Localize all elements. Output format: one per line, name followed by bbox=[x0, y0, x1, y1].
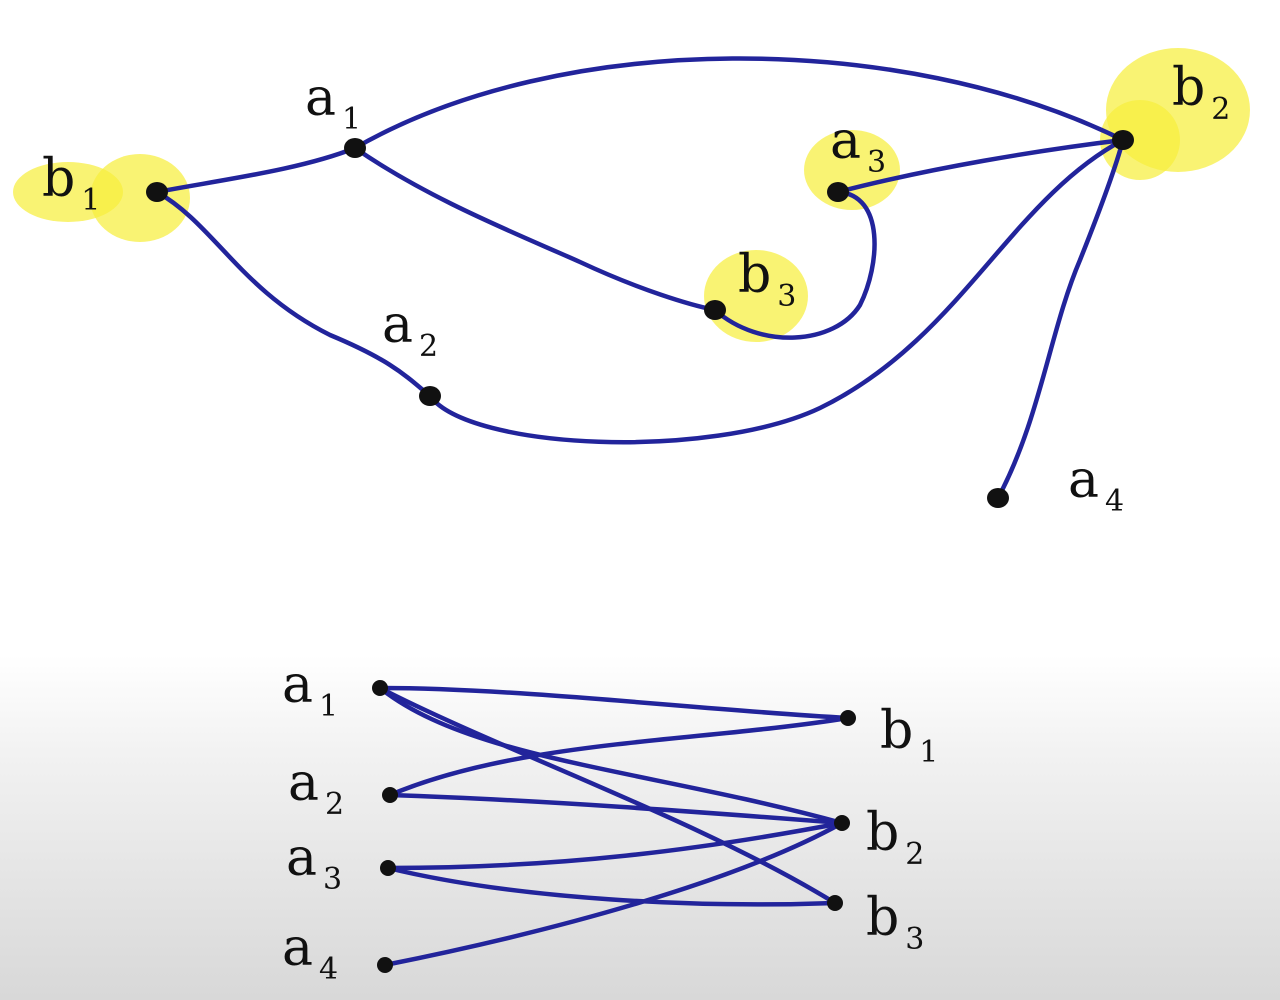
bipartite-edge-a1-b3 bbox=[377, 685, 838, 906]
vertex-layer bbox=[146, 130, 1134, 973]
highlight-b2 bbox=[1100, 100, 1180, 180]
bipartite-vertex-a2 bbox=[382, 787, 398, 803]
vertex-b1 bbox=[146, 182, 168, 202]
bipartite-vertex-a3 bbox=[380, 860, 396, 876]
bipartite-vertex-a1 bbox=[372, 680, 388, 696]
bipartite-edge-a4-b2 bbox=[382, 820, 845, 968]
edge-a3-b2 bbox=[835, 137, 1126, 195]
vertex-a4 bbox=[987, 488, 1009, 508]
bipartite-graph-edges bbox=[377, 685, 851, 968]
edge-a1-b2 bbox=[352, 56, 1126, 151]
edge-a3-b3 bbox=[712, 189, 877, 340]
bipartite-vertex-b2 bbox=[834, 815, 850, 831]
highlight-b1 bbox=[90, 154, 190, 242]
top-graph-edges bbox=[154, 56, 1126, 501]
edge-a2-b2 bbox=[427, 137, 1126, 445]
bipartite-edge-a1-b2 bbox=[377, 685, 845, 826]
edge-a4-b2 bbox=[995, 137, 1126, 501]
bipartite-edge-a3-b3 bbox=[385, 865, 838, 907]
bipartite-edge-a3-b2 bbox=[385, 820, 845, 871]
vertex-a1 bbox=[344, 138, 366, 158]
edge-b1-a2 bbox=[154, 189, 433, 399]
bipartite-edge-a2-b2 bbox=[387, 792, 845, 826]
vertex-a3 bbox=[827, 182, 849, 202]
vertex-a2 bbox=[419, 386, 441, 406]
bipartite-vertex-b3 bbox=[827, 895, 843, 911]
bipartite-edge-a2-b1 bbox=[387, 715, 851, 798]
vertex-b3 bbox=[704, 300, 726, 320]
edge-a1-b3 bbox=[352, 145, 718, 313]
edge-b1-a1 bbox=[154, 145, 358, 195]
bipartite-edge-a1-b1 bbox=[377, 685, 851, 721]
bipartite-vertex-a4 bbox=[377, 957, 393, 973]
bipartite-vertex-b1 bbox=[840, 710, 856, 726]
vertex-b2 bbox=[1112, 130, 1134, 150]
